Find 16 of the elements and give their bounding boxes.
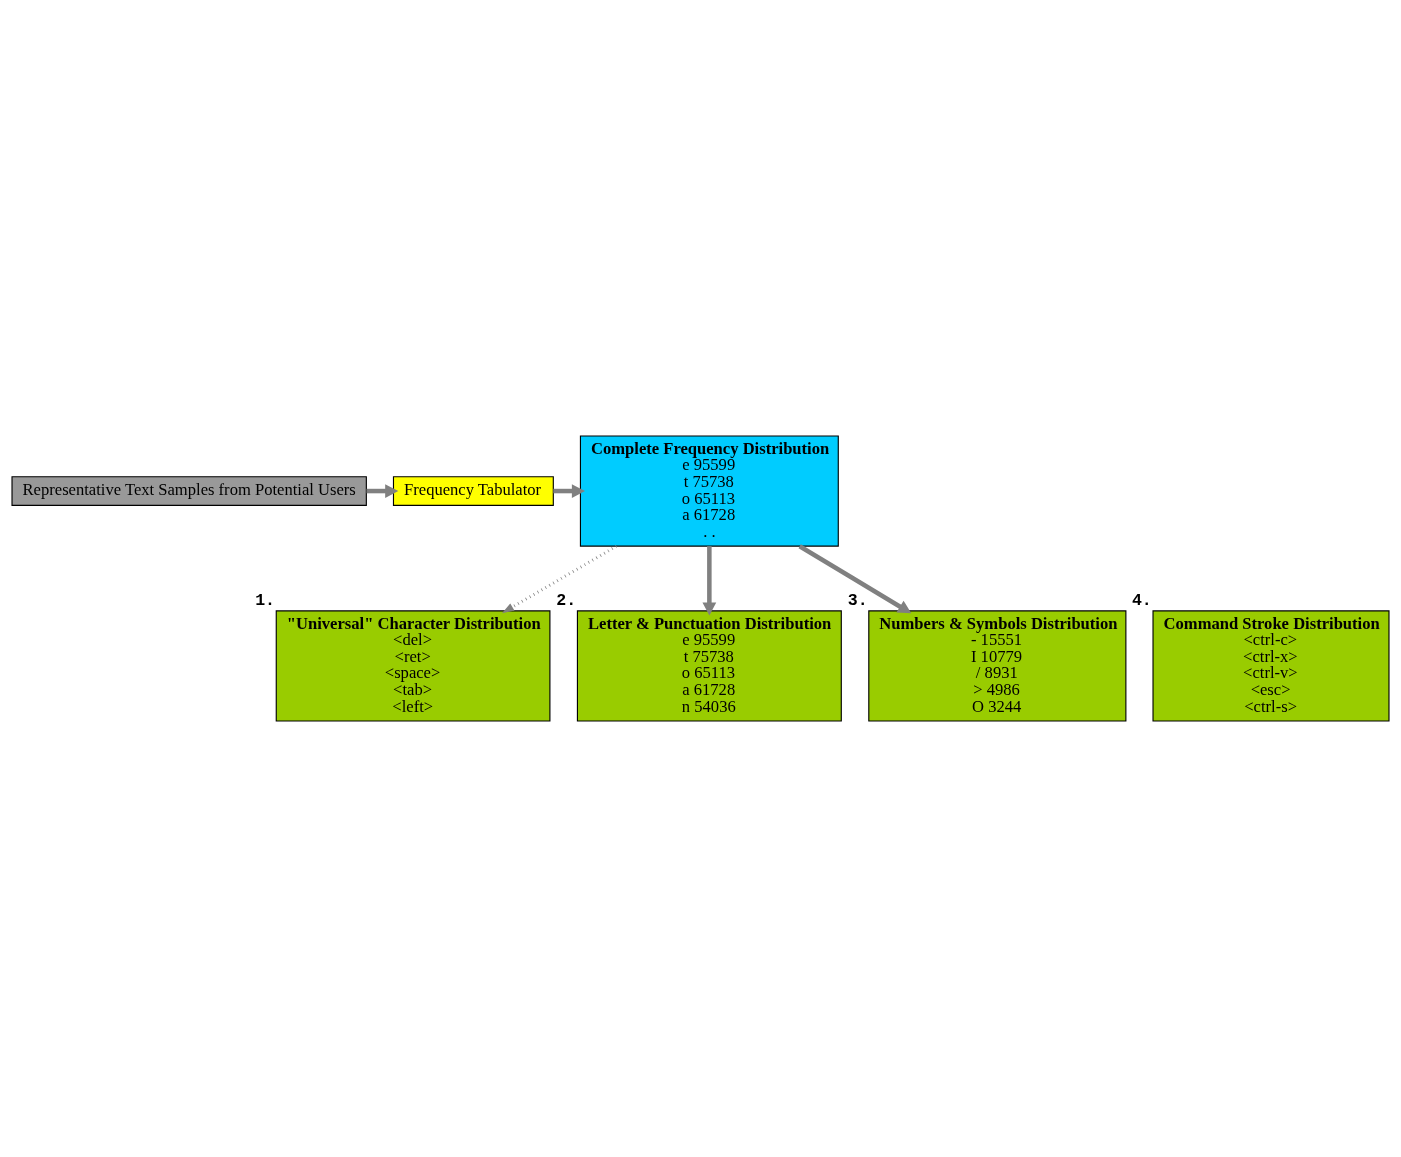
node-box: "Universal" Character Distribution <del> <ret> <space> <tab> <left> bbox=[275, 610, 551, 722]
node-box: Frequency Tabulator bbox=[392, 476, 554, 506]
node-box: Representative Text Samples from Potential Users bbox=[11, 476, 367, 506]
node-box: Command Stroke Distribution <ctrl-c> <ctrl-x> <ctrl-v> <esc> <ctrl-s> bbox=[1152, 610, 1390, 722]
arrow bbox=[798, 544, 912, 614]
arrow bbox=[502, 544, 618, 614]
node-box: Letter & Punctuation Distribution e 95599 t 75738 o 65113 a 61728 n 54036 bbox=[576, 610, 842, 722]
node-box: Complete Frequency Distribution e 95599 t 75738 o 65113 a 61728 . . bbox=[579, 435, 839, 547]
arrow bbox=[366, 484, 399, 498]
node-label: 4. bbox=[1131, 591, 1152, 611]
arrow bbox=[702, 546, 717, 616]
node-label: 3. bbox=[847, 591, 868, 611]
node-box: Numbers & Symbols Distribution - 15551 I 10779 / 8931 > 4986 O 3244 bbox=[868, 610, 1127, 722]
node-label: 2. bbox=[556, 591, 577, 611]
arrow bbox=[553, 484, 585, 498]
node-label: 1. bbox=[255, 591, 276, 611]
